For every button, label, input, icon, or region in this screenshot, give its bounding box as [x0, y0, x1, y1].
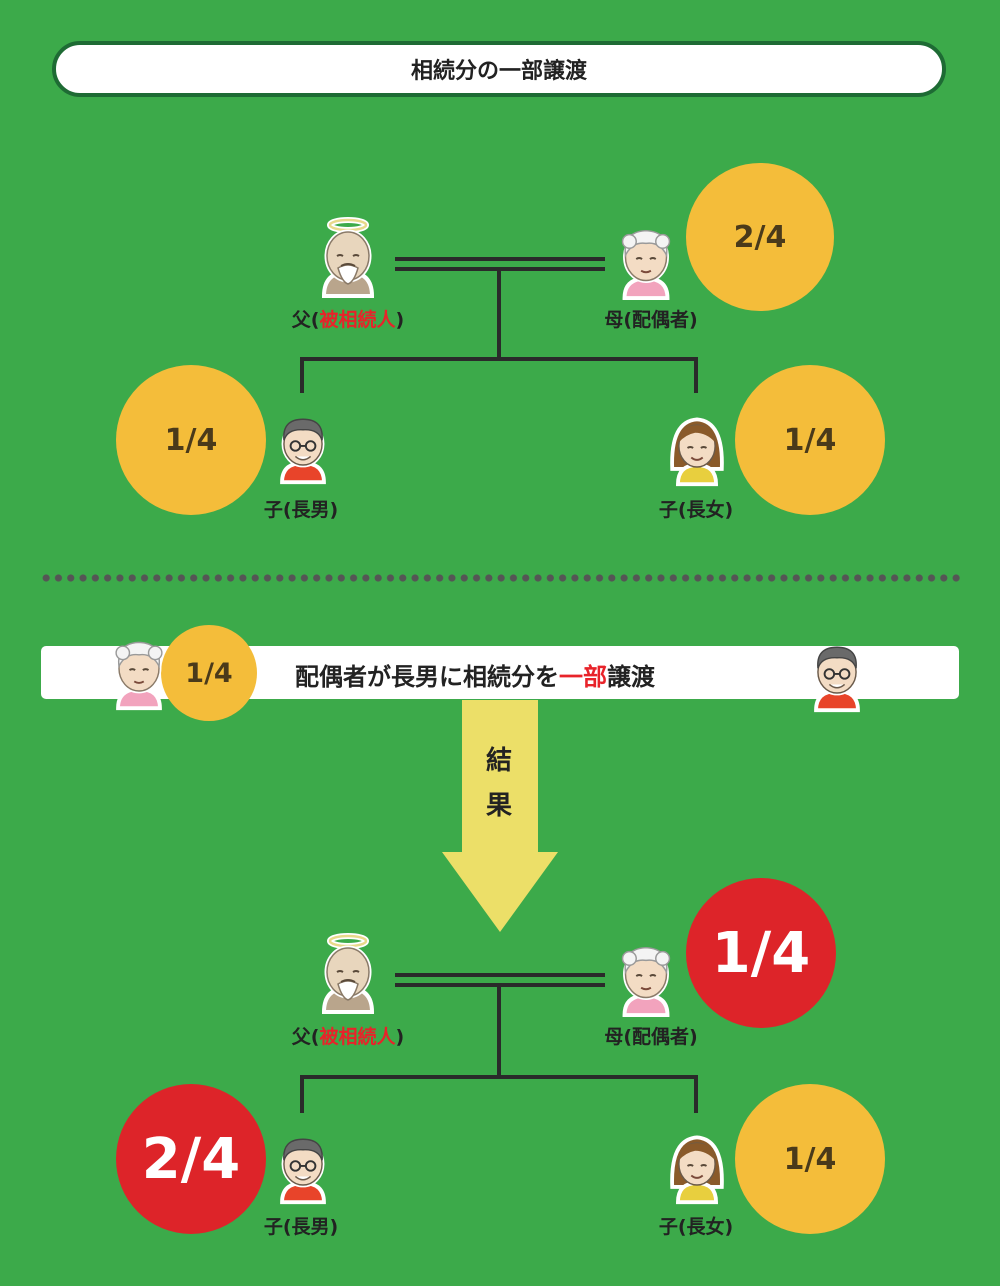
father-avatar-icon — [316, 212, 380, 302]
children-line-bottom — [300, 1075, 698, 1113]
mother-avatar-icon — [614, 218, 678, 302]
daughter-share-before: 1/4 — [735, 365, 885, 515]
son-label: 子(長男) — [263, 499, 339, 521]
son-share-before: 1/4 — [116, 365, 266, 515]
mother-label: 母(配偶者) — [604, 309, 698, 331]
daughter-label-after: 子(長女) — [658, 1216, 734, 1238]
mother-share-before: 2/4 — [686, 163, 834, 311]
diagram-title: 相続分の一部譲渡 — [52, 41, 946, 97]
dotted-divider — [40, 573, 960, 583]
mother-avatar-icon-after — [614, 935, 678, 1019]
mother-share-after: 1/4 — [686, 878, 836, 1028]
father-avatar-icon-after — [316, 928, 380, 1018]
result-label-1: 結 — [486, 746, 513, 776]
transfer-text: 配偶者が長男に相続分を一部譲渡 — [295, 663, 655, 691]
children-line-top — [300, 357, 698, 393]
son-label-after: 子(長男) — [263, 1216, 339, 1238]
transfer-son-icon — [806, 632, 868, 714]
transfer-share: 1/4 — [161, 625, 257, 721]
daughter-label: 子(長女) — [658, 499, 734, 521]
daughter-avatar-icon — [670, 417, 724, 487]
son-avatar-icon — [272, 404, 334, 486]
father-label-after: 父(被相続人) — [291, 1026, 405, 1048]
result-arrow — [442, 700, 558, 932]
transfer-mother-icon — [108, 630, 170, 712]
son-avatar-icon-after — [272, 1124, 334, 1206]
father-label: 父(被相続人) — [291, 309, 405, 331]
daughter-share-after: 1/4 — [735, 1084, 885, 1234]
result-label-2: 果 — [486, 791, 513, 821]
daughter-avatar-icon-after — [670, 1135, 724, 1205]
son-share-after: 2/4 — [116, 1084, 266, 1234]
mother-label-after: 母(配偶者) — [604, 1026, 698, 1048]
